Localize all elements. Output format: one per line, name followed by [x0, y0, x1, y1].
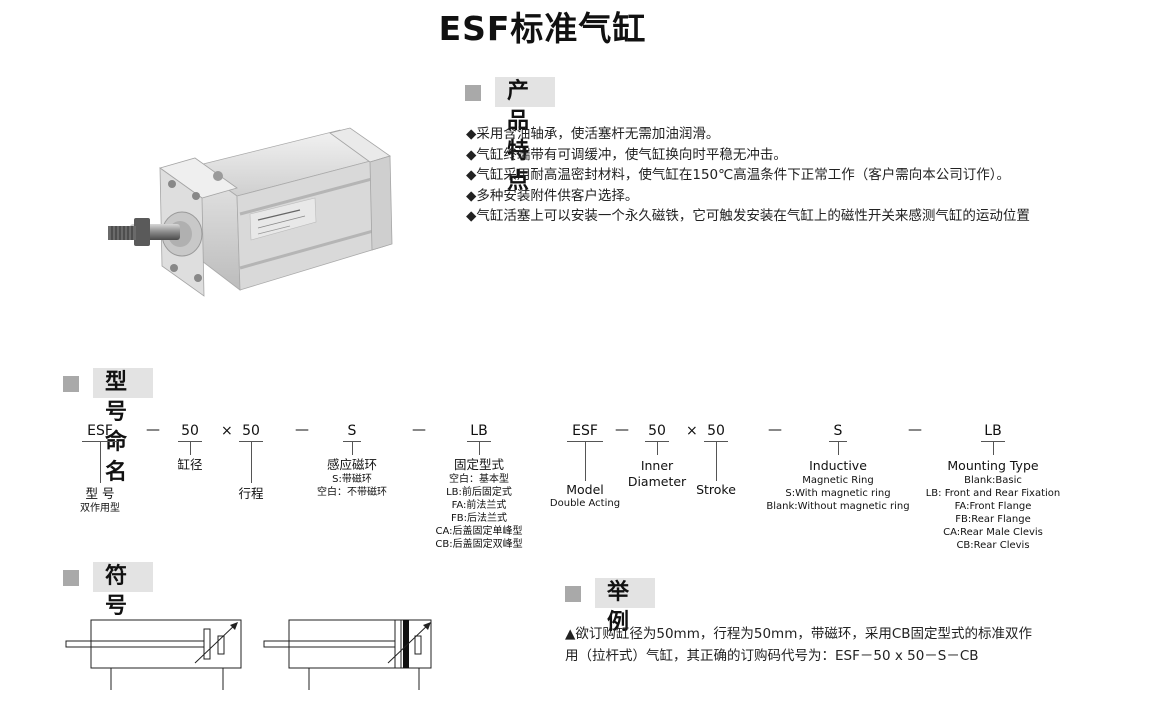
section-heading: 举例 [595, 578, 656, 635]
label-bore: 缸径 [177, 457, 203, 472]
section-heading: 型号命名 [93, 368, 154, 485]
code-stroke: 50 [707, 423, 725, 439]
label-model: Model [566, 482, 604, 497]
cylinder-product-image [108, 127, 393, 297]
code-separator: — [295, 422, 309, 438]
code-magnet: S [833, 423, 843, 439]
feature-item: ◆气缸终端带有可调缓冲，使气缸换向时平稳无冲击。 [466, 146, 787, 163]
example-line: ▲欲订购缸径为50mm，行程为50mm，带磁环，采用CB固定型式的标准双作 [565, 626, 1033, 642]
section-square-icon [465, 85, 481, 101]
section-heading: 符号 [93, 562, 154, 619]
page-title: ESF标准气缸 [438, 9, 647, 48]
code-separator: — [615, 422, 629, 438]
label-model-sub: 双作用型 [80, 503, 120, 514]
cylinder-symbol-magnetic [263, 619, 432, 690]
feature-item: ◆气缸活塞上可以安装一个永久磁铁，它可触发安装在气缸上的磁性开关来感测气缸的运动… [466, 208, 1030, 224]
code-mount: LB [984, 423, 1002, 439]
code-series: ESF [572, 423, 598, 439]
label-mount: Mounting Type Blank:Basic LB: Front and … [925, 458, 1061, 551]
section-square-icon [565, 586, 581, 602]
cylinder-symbol-basic [65, 619, 242, 690]
code-stroke: 50 [242, 423, 260, 439]
code-bore: 50 [648, 423, 666, 439]
label-magnet: 感应磁环 S:带磁环 空白：不带磁环 [317, 457, 387, 498]
section-heading: 产品特点 [495, 77, 556, 194]
label-magnet: Inductive Magnetic Ring S:With magnetic … [766, 458, 910, 512]
code-times: × [221, 423, 233, 439]
code-bore: 50 [181, 423, 199, 439]
label-model-sub: Double Acting [549, 498, 621, 509]
label-mount: 固定型式 空白：基本型 LB:前后固定式 FA:前法兰式 FB:后法兰式 CA:… [435, 457, 523, 550]
section-square-icon [63, 376, 79, 392]
feature-item: ◆采用含油轴承，使活塞杆无需加油润滑。 [466, 126, 720, 142]
feature-item: ◆气缸采用耐高温密封材料，使气缸在150℃高温条件下正常工作（客户需向本公司订作… [466, 167, 1011, 183]
code-separator: — [412, 422, 426, 438]
code-magnet: S [347, 423, 357, 439]
code-separator: — [768, 422, 782, 438]
label-stroke: 行程 [238, 486, 264, 501]
label-bore: Inner Diameter [627, 458, 687, 489]
code-separator: — [908, 422, 922, 438]
code-mount: LB [470, 423, 488, 439]
example-line: 用（拉杆式）气缸，其正确的订购码代号为：ESF－50 x 50－S－CB [565, 648, 979, 664]
label-stroke: Stroke [696, 482, 736, 497]
section-square-icon [63, 570, 79, 586]
code-times: × [686, 423, 698, 439]
code-series: ESF [87, 423, 113, 439]
example-text: ▲欲订购缸径为50mm，行程为50mm，带磁环，采用CB固定型式的标准双作 用（… [565, 623, 1032, 667]
feature-item: ◆多种安装附件供客户选择。 [466, 187, 639, 204]
code-separator: — [146, 422, 160, 438]
label-model: 型 号 [85, 486, 115, 501]
features-list: ◆采用含油轴承，使活塞杆无需加油润滑。 ◆气缸终端带有可调缓冲，使气缸换向时平稳… [466, 124, 1030, 227]
